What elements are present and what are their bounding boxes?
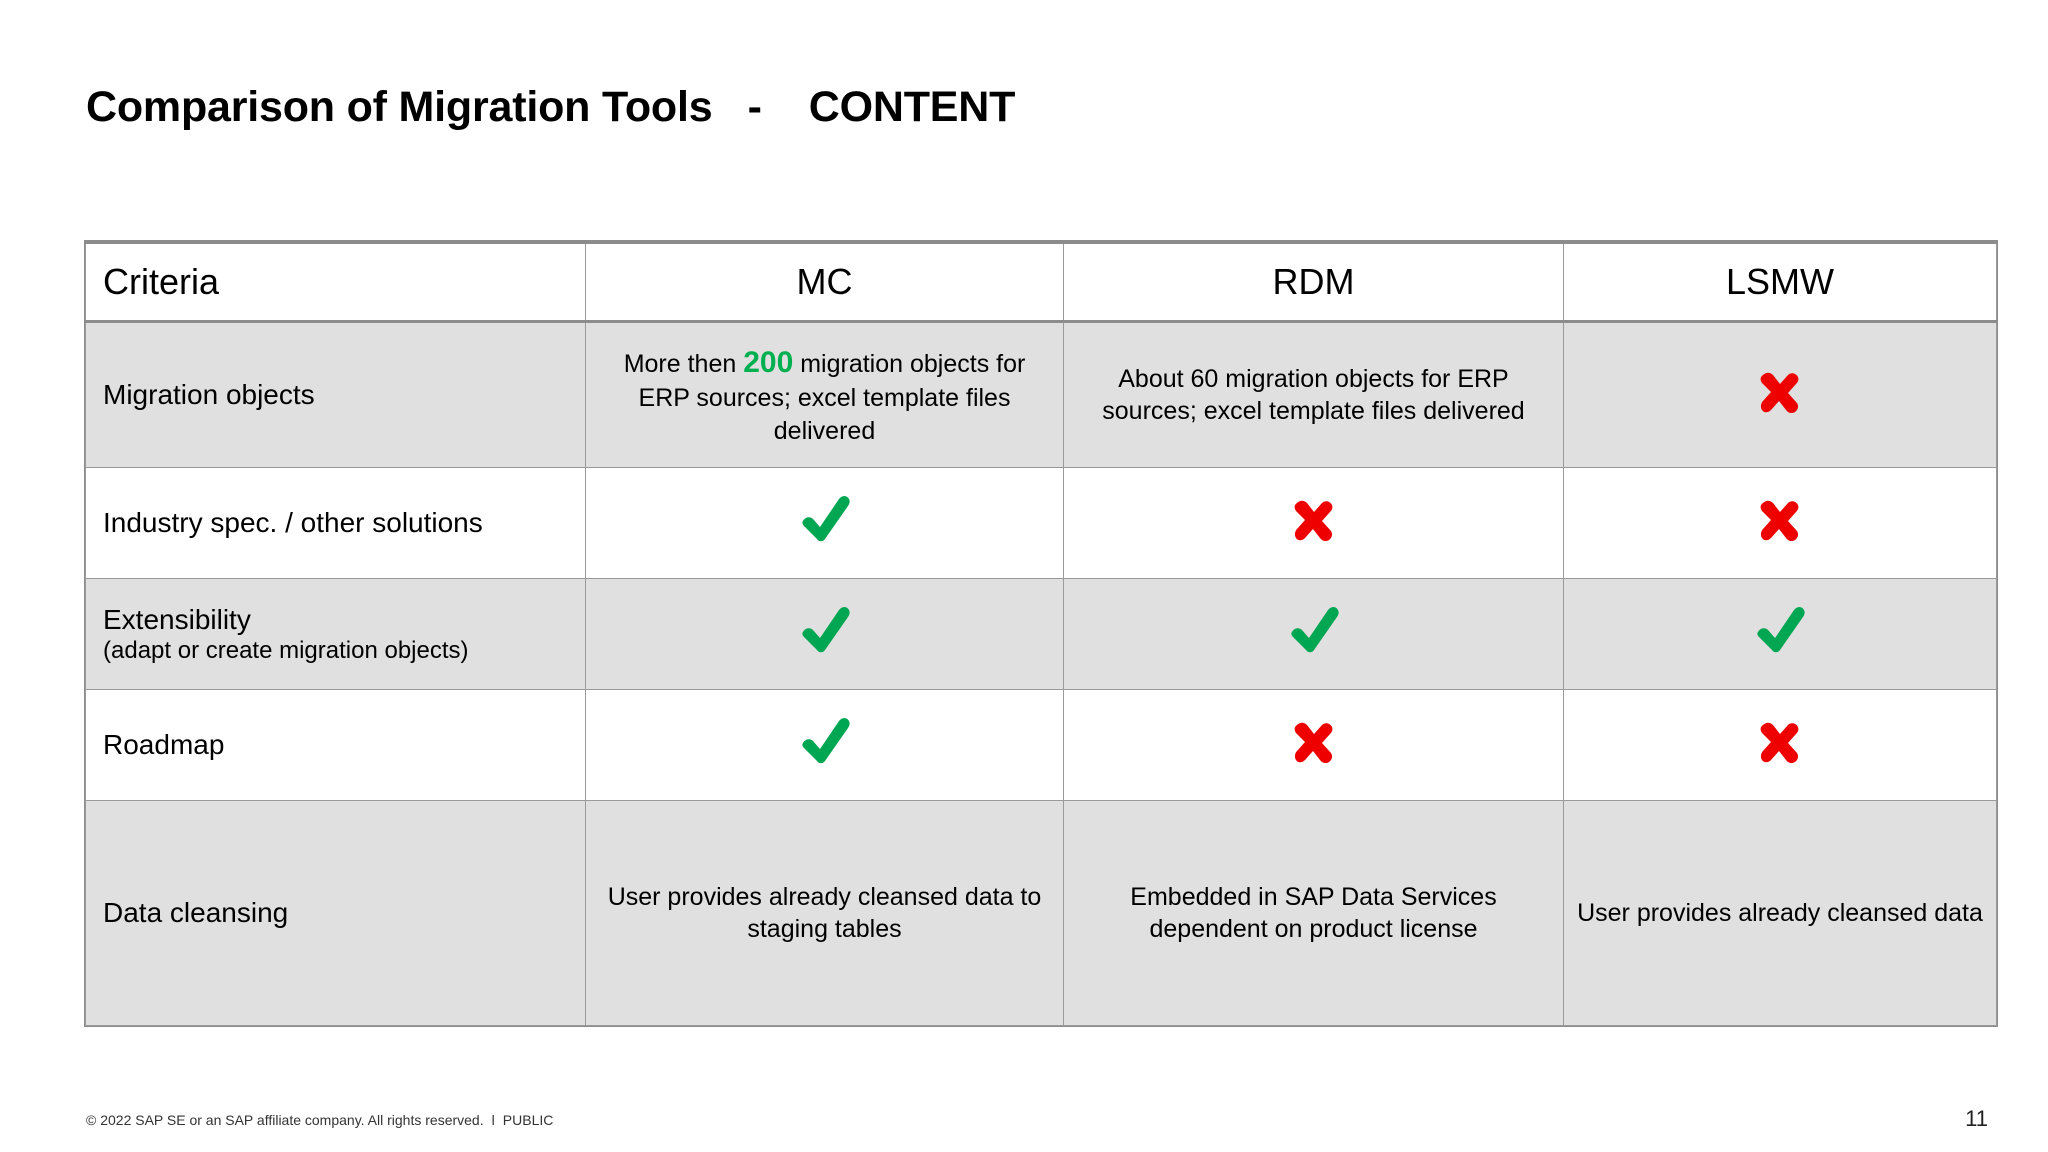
check-icon — [797, 491, 853, 547]
value-cell-lsmw — [1563, 578, 1997, 690]
value-cell-rdm — [1063, 467, 1564, 579]
check-icon — [797, 713, 853, 769]
column-header-rdm: RDM — [1063, 241, 1564, 323]
criteria-label: Industry spec. / other solutions — [103, 506, 483, 538]
criteria-cell: Roadmap — [85, 689, 586, 801]
value-cell-rdm: About 60 migration objects for ERP sourc… — [1063, 321, 1564, 468]
criteria-label: Migration objects — [103, 378, 315, 410]
page-title: Comparison of Migration Tools - CONTENT — [86, 83, 1016, 131]
value-text-post: migration objects for ERP sources; excel… — [638, 350, 1026, 445]
value-text: Embedded in SAP Data Services dependent … — [1130, 882, 1497, 944]
page-number: 11 — [1965, 1106, 1988, 1131]
column-header-mc: MC — [585, 241, 1064, 323]
criteria-cell: Industry spec. / other solutions — [85, 467, 586, 579]
value-cell-mc — [585, 467, 1064, 579]
value-cell-rdm — [1063, 689, 1564, 801]
check-icon — [1286, 602, 1342, 658]
check-icon — [797, 602, 853, 658]
criteria-cell: Migration objects — [85, 321, 586, 468]
footer-copyright: © 2022 SAP SE or an SAP affiliate compan… — [86, 1112, 554, 1128]
value-highlight-200: 200 — [743, 346, 794, 379]
value-text-pre: More then — [623, 350, 744, 378]
criteria-label: Data cleansing — [103, 896, 289, 928]
value-cell-lsmw — [1563, 689, 1997, 801]
value-text: User provides already cleansed data to s… — [607, 882, 1042, 944]
table-body: Migration objects More then 200 migratio… — [85, 321, 1997, 1026]
value-cell-rdm: Embedded in SAP Data Services dependent … — [1063, 800, 1564, 1026]
cross-icon — [1754, 365, 1806, 417]
table-row: Extensibility (adapt or create migration… — [85, 578, 1997, 690]
criteria-label: Roadmap — [103, 728, 225, 760]
criteria-sublabel: (adapt or create migration objects) — [103, 636, 469, 664]
value-cell-mc: More then 200 migration objects for ERP … — [585, 321, 1064, 468]
table-row: Roadmap — [85, 689, 1997, 801]
cross-icon — [1288, 715, 1340, 767]
value-cell-mc: User provides already cleansed data to s… — [585, 800, 1064, 1026]
value-cell-rdm — [1063, 578, 1564, 690]
value-text: About 60 migration objects for ERP sourc… — [1102, 364, 1525, 426]
check-icon — [1752, 602, 1808, 658]
table-row: Industry spec. / other solutions — [85, 467, 1997, 579]
criteria-label: Extensibility — [103, 603, 251, 635]
criteria-cell: Extensibility (adapt or create migration… — [85, 578, 586, 690]
table-header-row: Criteria MC RDM LSMW — [85, 241, 1997, 323]
cross-icon — [1288, 493, 1340, 545]
column-header-criteria: Criteria — [85, 241, 586, 323]
criteria-cell: Data cleansing — [85, 800, 586, 1026]
comparison-table: Criteria MC RDM LSMW Migration objects M… — [85, 241, 1997, 1026]
table-row: Migration objects More then 200 migratio… — [85, 321, 1997, 468]
value-cell-lsmw: User provides already cleansed data — [1563, 800, 1997, 1026]
column-header-lsmw: LSMW — [1563, 241, 1997, 323]
cross-icon — [1754, 493, 1806, 545]
value-cell-lsmw — [1563, 321, 1997, 468]
value-cell-mc — [585, 578, 1064, 690]
value-cell-lsmw — [1563, 467, 1997, 579]
cross-icon — [1754, 715, 1806, 767]
value-cell-mc — [585, 689, 1064, 801]
table-row: Data cleansing User provides already cle… — [85, 800, 1997, 1026]
value-text: User provides already cleansed data — [1577, 898, 1983, 927]
